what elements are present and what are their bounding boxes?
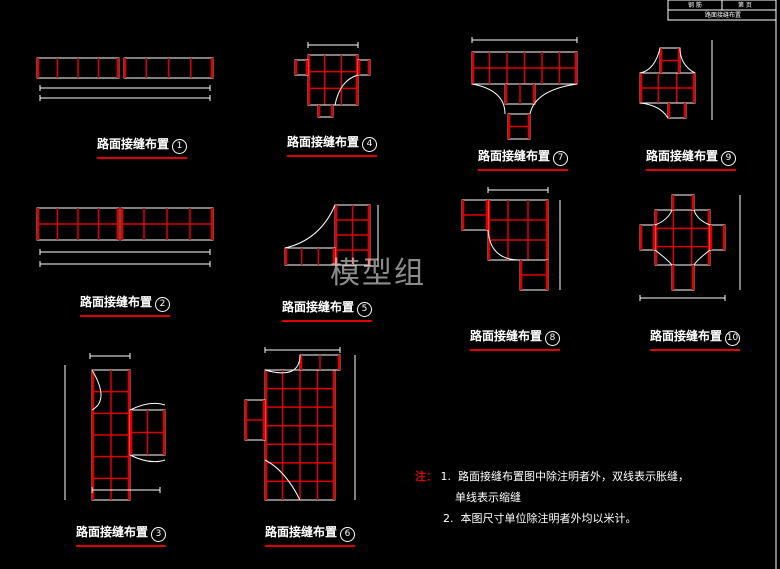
slab-outline xyxy=(671,264,695,291)
curb-arc xyxy=(264,459,301,501)
slab-outline xyxy=(307,54,359,106)
curb-arc xyxy=(471,83,506,115)
curb-arc xyxy=(129,454,166,463)
curb-arc xyxy=(693,249,711,266)
curb-arc xyxy=(639,102,669,119)
curb-arc xyxy=(654,249,673,266)
slab-outline xyxy=(284,247,336,266)
curb-arc xyxy=(91,369,102,411)
curb-arc xyxy=(679,47,696,74)
curb-arc xyxy=(284,204,336,249)
slab-outline xyxy=(671,194,695,211)
title-block-cell: 第 页 xyxy=(738,2,752,9)
slab-outline xyxy=(667,102,687,119)
curb-arc xyxy=(693,209,711,226)
curb-arc xyxy=(639,47,661,74)
curb-arc xyxy=(529,83,578,115)
curb-arc xyxy=(129,402,166,411)
title-block-caption: 路面接缝布置 xyxy=(705,12,742,19)
watermark: 模型组 xyxy=(330,256,426,291)
curb-arc xyxy=(264,354,301,374)
curb-arc xyxy=(334,74,359,106)
notes: 注： 1. 路面接缝布置图中除注明者外，双线表示胀缝， 单线表示缩缝 2. 本图… xyxy=(415,470,689,525)
curb-arc xyxy=(487,229,521,261)
curb-arc xyxy=(654,209,673,226)
slab-outline xyxy=(487,199,549,261)
title-block-cell: 钢 筋 xyxy=(688,2,702,9)
